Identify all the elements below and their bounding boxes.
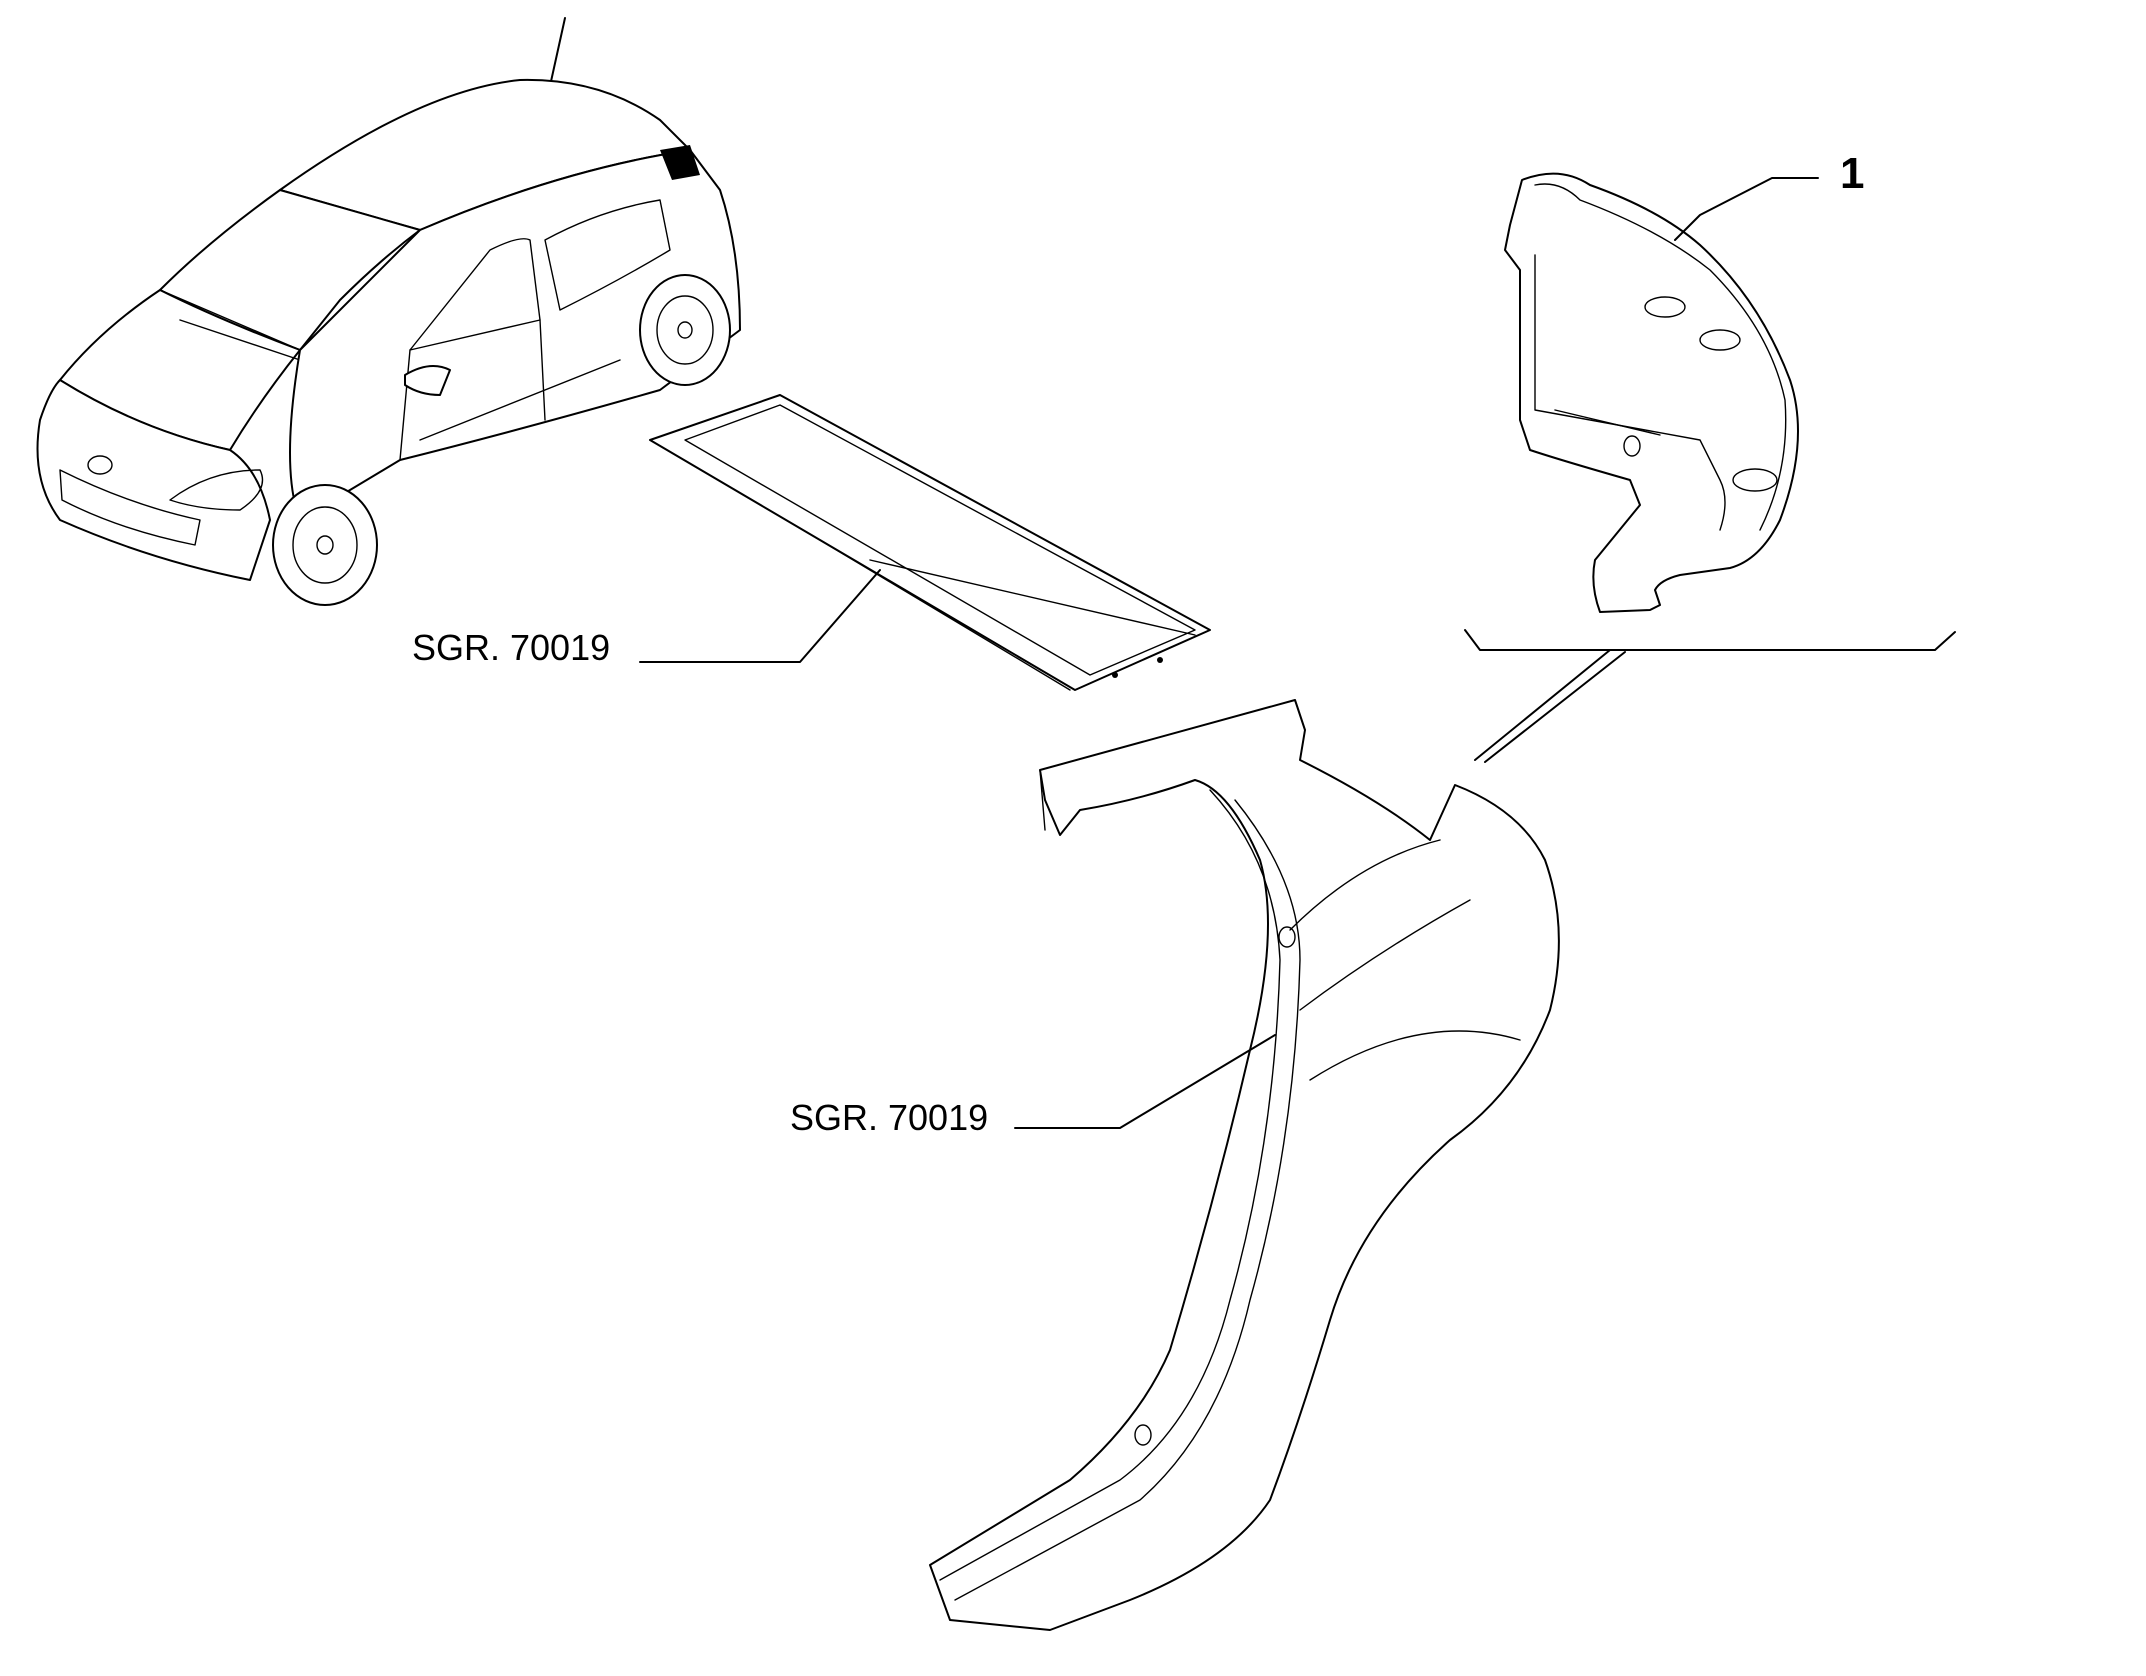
leader-lines <box>639 177 1956 1129</box>
leader-roof-ref <box>639 569 881 663</box>
car-overview-illustration <box>36 17 741 606</box>
part-1-illustration <box>1504 172 1799 613</box>
bracket-part-1 <box>1464 629 1611 651</box>
body-side-panel-illustration <box>929 699 1560 1631</box>
roof-panel-illustration <box>649 394 1211 691</box>
callout-side-ref: SGR. 70019 <box>790 1097 988 1138</box>
leader-part-1 <box>1674 177 1819 241</box>
callout-part-1: 1 <box>1840 149 1864 198</box>
leader-side-ref <box>1014 1034 1276 1129</box>
callout-roof-ref: SGR. 70019 <box>412 627 610 668</box>
